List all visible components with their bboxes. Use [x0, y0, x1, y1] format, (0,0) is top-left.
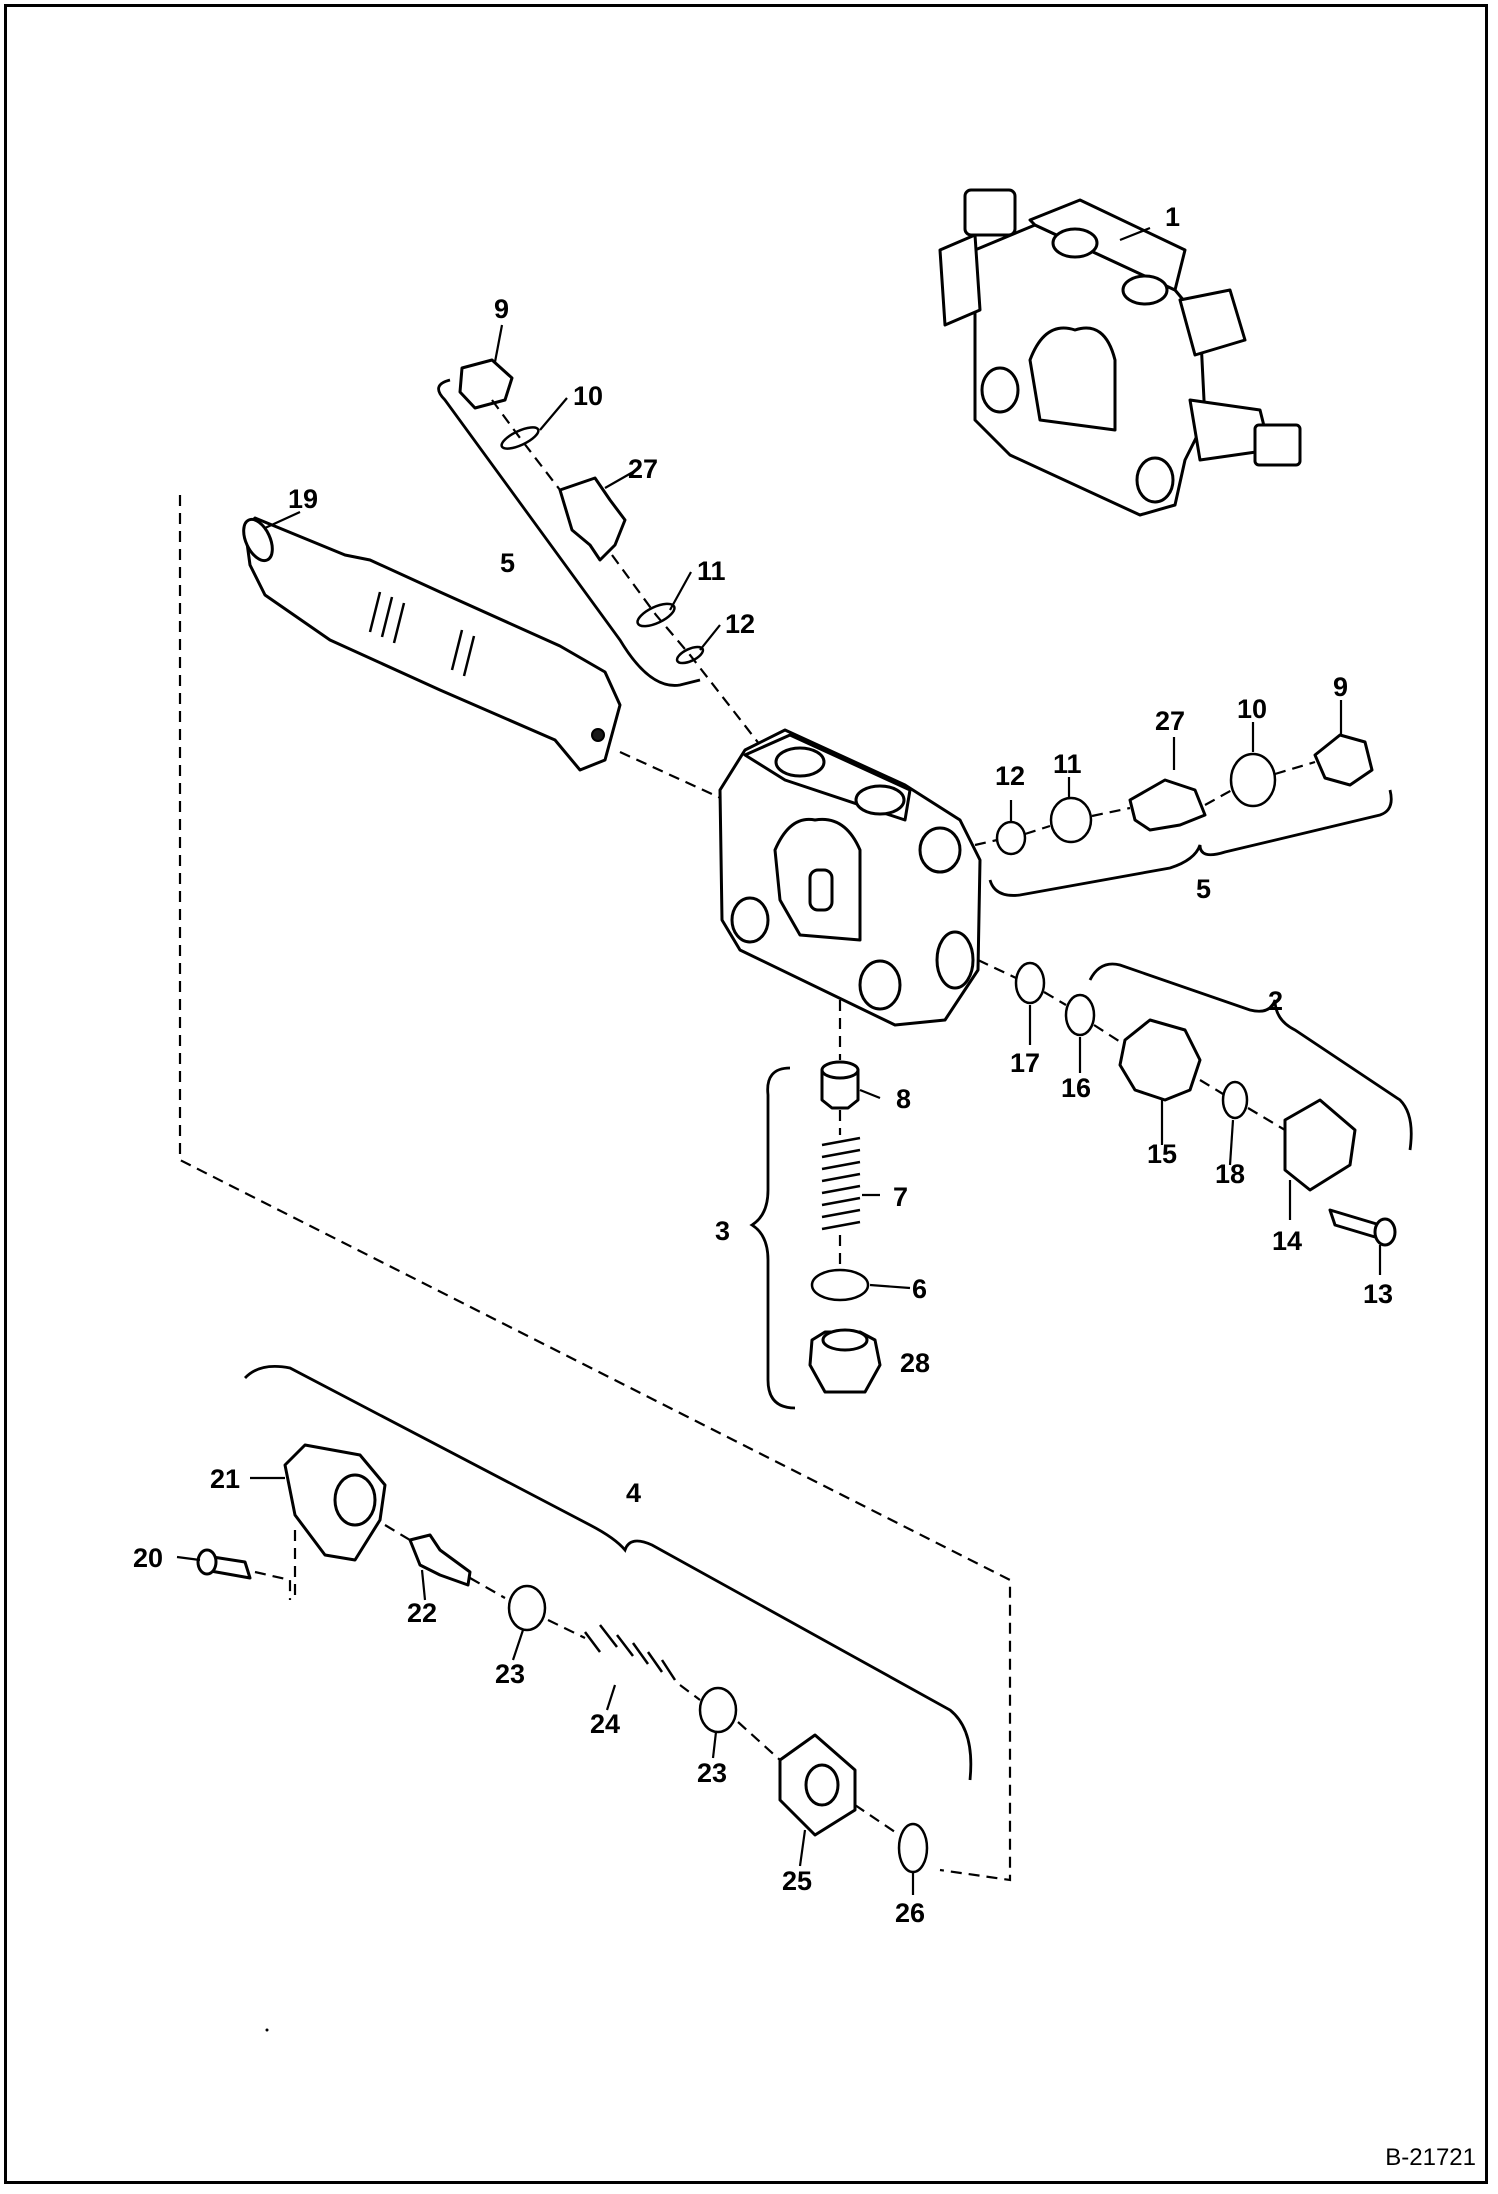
- callout-17: 17: [1010, 1048, 1040, 1078]
- callout-11-right: 11: [1053, 749, 1082, 779]
- drawing-number: B-21721: [1385, 2144, 1476, 2171]
- leader-lines: [176, 226, 1382, 1895]
- brace-5-upper: [437, 378, 701, 687]
- callout-27-right: 27: [1155, 706, 1185, 736]
- callout-3: 3: [715, 1216, 730, 1246]
- callout-27-upper: 27: [628, 454, 658, 484]
- centerline-long: [178, 495, 1012, 1882]
- callout-4: 4: [626, 1478, 641, 1508]
- callout-26: 26: [895, 1898, 925, 1928]
- oring-10-right: [1229, 752, 1277, 808]
- callout-5-right: 5: [1196, 874, 1211, 904]
- spring-centering-group: [196, 1443, 929, 1874]
- callout-19: 19: [288, 484, 318, 514]
- centerline-spring: [254, 1524, 896, 1833]
- callout-5-upper: 5: [500, 548, 515, 578]
- plate-14: [1283, 1098, 1357, 1192]
- oring-26: [897, 1822, 929, 1874]
- oring-10-upper: [500, 426, 540, 450]
- spring-24: [584, 1624, 677, 1681]
- centerline-cap: [977, 959, 1286, 1131]
- callout-23-a: 23: [495, 1659, 525, 1689]
- callout-18: 18: [1215, 1159, 1245, 1189]
- callout-8: 8: [896, 1084, 911, 1114]
- brace-3: [749, 1066, 796, 1410]
- callout-23-b: 23: [697, 1758, 727, 1788]
- callout-20: 20: [133, 1543, 163, 1573]
- plug-9-right: [1313, 733, 1374, 787]
- ring-12-right: [995, 820, 1027, 856]
- centerline-spool: [619, 750, 726, 802]
- oring-18: [1221, 1080, 1249, 1120]
- callout-6: 6: [912, 1274, 927, 1304]
- callout-22: 22: [407, 1598, 437, 1628]
- centerline-right: [974, 760, 1316, 847]
- callout-10-upper: 10: [573, 381, 603, 411]
- washer-23-b: [698, 1686, 738, 1734]
- centerline-upper: [491, 399, 761, 746]
- spool: [242, 516, 622, 772]
- callout-24: 24: [590, 1709, 620, 1739]
- ring-12-upper: [675, 645, 705, 665]
- callout-12-upper: 12: [725, 609, 755, 639]
- callout-16: 16: [1061, 1073, 1091, 1103]
- bolt-22: [408, 1533, 472, 1587]
- valve-27-right: [1128, 778, 1207, 832]
- check-valve-group: [808, 1060, 882, 1394]
- callout-14: 14: [1272, 1226, 1302, 1256]
- callout-9-upper: 9: [494, 294, 509, 324]
- oring-6: [810, 1268, 870, 1302]
- spring-7: [821, 1136, 861, 1231]
- relief-valve-upper: [458, 358, 705, 665]
- callout-2: 2: [1268, 986, 1283, 1016]
- callout-21: 21: [210, 1464, 240, 1494]
- callout-15: 15: [1147, 1139, 1177, 1169]
- callout-11-upper: 11: [697, 556, 726, 586]
- ring-11-right: [1049, 796, 1093, 844]
- brace-5-right: [988, 789, 1393, 897]
- drawing-frame: [4, 4, 1488, 2184]
- fitting-15: [1118, 1018, 1202, 1102]
- valve-body: [718, 728, 982, 1027]
- plug-9-upper: [458, 358, 514, 410]
- valve-section-assembly: [938, 188, 1302, 517]
- callout-1: 1: [1165, 202, 1180, 232]
- callout-10-right: 10: [1237, 694, 1267, 724]
- washer-23-a: [507, 1584, 547, 1632]
- oring-17: [1014, 961, 1046, 1005]
- brace-2: [1088, 962, 1413, 1151]
- ring-11-upper: [636, 602, 676, 628]
- callout-12-right: 12: [995, 761, 1025, 791]
- brace-4: [243, 1364, 973, 1781]
- callout-25: 25: [782, 1866, 812, 1896]
- callout-7: 7: [893, 1182, 908, 1212]
- callout-13: 13: [1363, 1279, 1393, 1309]
- valve-27-upper: [558, 476, 627, 562]
- stray-dot: [265, 2028, 269, 2032]
- end-cap-group: [1014, 961, 1397, 1247]
- callout-9-right: 9: [1333, 672, 1348, 702]
- callout-28: 28: [900, 1348, 930, 1378]
- ring-16: [1064, 993, 1096, 1037]
